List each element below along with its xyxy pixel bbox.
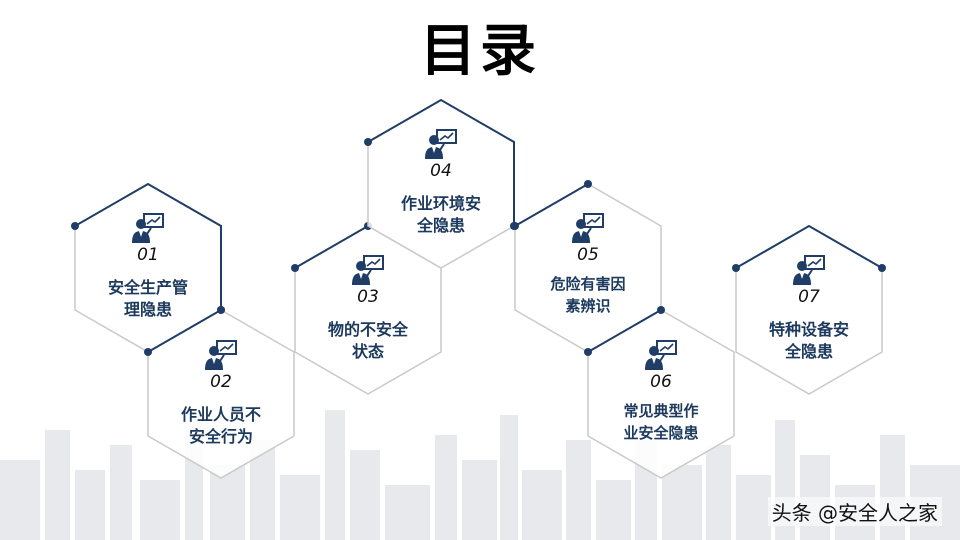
menu-item-03[interactable]: 03 物的不安全状态 [308, 254, 428, 363]
menu-item-07[interactable]: 07 特种设备安全隐患 [749, 254, 869, 363]
item-number: 01 [137, 245, 159, 265]
item-number: 02 [210, 372, 232, 392]
item-label: 危险有害因素辨识 [550, 275, 626, 315]
menu-item-01[interactable]: 01 安全生产管理隐患 [88, 212, 208, 321]
connector-dot [657, 306, 665, 314]
hexagon-2 [144, 306, 295, 479]
hexagon-7 [732, 224, 886, 395]
item-label: 物的不安全状态 [327, 320, 408, 361]
connector-dot [71, 222, 79, 230]
item-label: 作业环境安全隐患 [400, 194, 481, 235]
item-number: 04 [430, 161, 452, 181]
presenter-icon [793, 255, 825, 285]
item-number: 06 [650, 372, 672, 392]
item-label: 安全生产管理隐患 [107, 278, 188, 319]
presenter-icon [572, 213, 604, 243]
presenter-icon [352, 255, 384, 285]
item-label: 特种设备安全隐患 [768, 320, 849, 361]
connector-dot [732, 264, 740, 272]
item-number: 05 [577, 245, 599, 265]
item-label: 作业人员不安全行为 [180, 405, 261, 446]
connector-dot [144, 348, 152, 356]
presenter-icon [132, 213, 164, 243]
presenter-icon [425, 129, 457, 159]
watermark: 头条 @安全人之家 [767, 497, 942, 526]
presenter-icon [645, 340, 677, 370]
connector-dot [511, 222, 519, 230]
connector-dot [584, 180, 592, 188]
hexagon-5 [511, 180, 662, 353]
connector-dot [364, 138, 372, 146]
menu-item-05[interactable]: 05 危险有害因素辨识 [528, 212, 648, 317]
menu-item-04[interactable]: 04 作业环境安全隐患 [381, 128, 501, 237]
item-number: 03 [357, 287, 379, 307]
presenter-icon [205, 340, 237, 370]
connector-dot [878, 264, 886, 272]
menu-item-06[interactable]: 06 常见典型作业安全隐患 [601, 339, 721, 444]
connector-dot [291, 264, 299, 272]
connector-dot [217, 306, 225, 314]
item-label: 常见典型作业安全隐患 [623, 402, 699, 442]
connector-dot [584, 348, 592, 356]
item-number: 07 [798, 287, 820, 307]
hexagon-4 [364, 98, 518, 269]
hexagon-6 [584, 306, 735, 479]
menu-item-02[interactable]: 02 作业人员不安全行为 [161, 339, 281, 448]
page-title: 目录 [420, 19, 540, 84]
